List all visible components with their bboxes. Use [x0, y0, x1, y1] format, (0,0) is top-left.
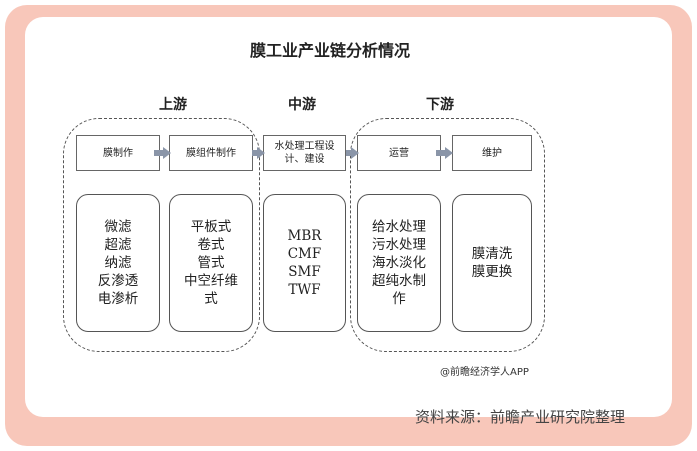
list-item: 中空纤维式 [184, 273, 238, 307]
list-item: 污水处理 [372, 237, 426, 253]
downstream-group [350, 118, 545, 352]
box-processes: MBR CMF SMF TWF [263, 194, 346, 332]
list-item: 膜更换 [471, 264, 513, 280]
list-item: 膜清洗 [471, 246, 513, 262]
upstream-group [63, 118, 260, 352]
list-item: 超纯水制作 [372, 273, 426, 307]
arrow-right-icon [436, 147, 453, 159]
diagram-title: 膜工业产业链分析情况 [249, 41, 410, 60]
box-applications: 给水处理 污水处理 海水淡化 超纯水制作 [357, 194, 441, 332]
box-module-types: 平板式 卷式 管式 中空纤维式 [169, 194, 253, 332]
list-item: 纳滤 [104, 255, 132, 271]
list-item: 卷式 [197, 237, 225, 253]
node-maintenance: 维护 [452, 135, 532, 171]
watermark-credit: @前瞻经济学人APP [440, 367, 529, 378]
node-membrane-making: 膜制作 [76, 135, 160, 171]
list-item: 反渗透 [97, 273, 139, 289]
stage-downstream: 下游 [426, 97, 454, 113]
node-water-engineering: 水处理工程设计、建设 [263, 135, 346, 171]
arrow-right-icon [346, 147, 359, 159]
source-note: 资料来源：前瞻产业研究院整理 [415, 408, 626, 426]
list-item: 给水处理 [372, 219, 426, 235]
list-item: TWF [288, 282, 321, 298]
list-item: CMF [287, 246, 322, 262]
list-item: 电渗析 [97, 291, 139, 307]
list-item: 平板式 [190, 219, 232, 235]
arrow-right-icon [154, 147, 171, 159]
list-item: MBR [287, 228, 322, 244]
stage-upstream: 上游 [159, 97, 187, 113]
stage-midstream: 中游 [288, 97, 316, 113]
list-item: 海水淡化 [372, 255, 426, 271]
list-item: 微滤 [104, 219, 132, 235]
list-item: SMF [288, 264, 321, 280]
list-item: 管式 [197, 255, 225, 271]
node-module-making: 膜组件制作 [169, 135, 253, 171]
box-membrane-types: 微滤 超滤 纳滤 反渗透 电渗析 [76, 194, 160, 332]
list-item: 超滤 [104, 237, 132, 253]
node-operation: 运营 [357, 135, 441, 171]
box-services: 膜清洗 膜更换 [452, 194, 532, 332]
arrow-right-icon [252, 147, 265, 159]
